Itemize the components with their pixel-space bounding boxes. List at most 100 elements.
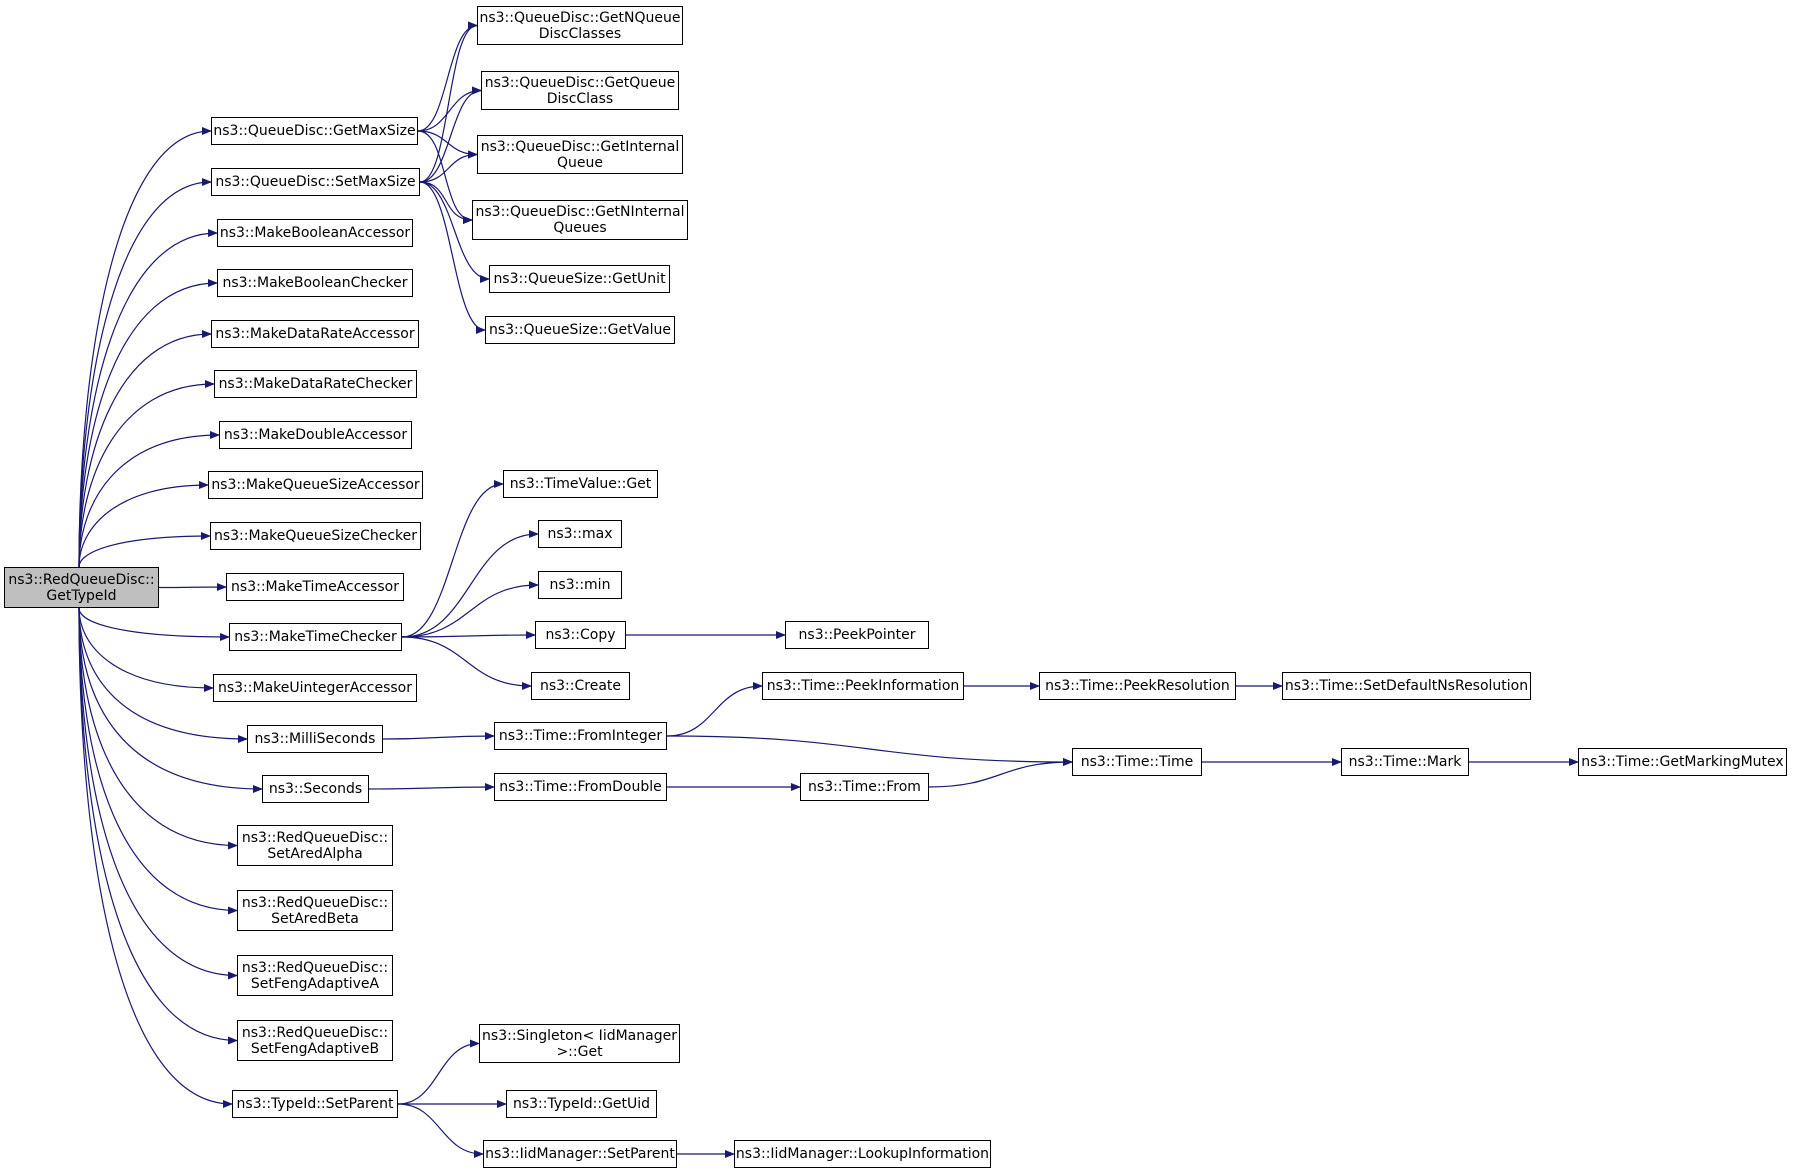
node-label: ns3::TypeId::SetParent <box>236 1096 394 1112</box>
graph-node-mkqsacc[interactable]: ns3::MakeQueueSizeAccessor <box>208 471 423 499</box>
graph-node-setaredbeta[interactable]: ns3::RedQueueDisc:: SetAredBeta <box>237 890 393 931</box>
node-label: ns3::Copy <box>545 627 616 643</box>
edge-getmaxsize-to-getnqdc <box>417 21 478 132</box>
edge-root-to-mktimechk <box>78 607 230 641</box>
graph-node-iidsetparent[interactable]: ns3::IidManager::SetParent <box>483 1140 677 1168</box>
node-label: ns3::Time::From <box>808 779 921 795</box>
graph-node-mkuintacc[interactable]: ns3::MakeUintegerAccessor <box>213 674 417 702</box>
graph-node-setmaxsize[interactable]: ns3::QueueDisc::SetMaxSize <box>211 168 420 196</box>
graph-node-setparent[interactable]: ns3::TypeId::SetParent <box>232 1090 398 1118</box>
node-label: ns3::IidManager::SetParent <box>485 1146 675 1162</box>
graph-node-mkqschk[interactable]: ns3::MakeQueueSizeChecker <box>210 522 421 550</box>
node-label: ns3::Time::Time <box>1080 754 1194 770</box>
graph-node-lookupinfo[interactable]: ns3::IidManager::LookupInformation <box>734 1140 991 1168</box>
graph-node-mkboolchk[interactable]: ns3::MakeBooleanChecker <box>217 269 413 297</box>
node-label: ns3::QueueDisc::GetQueue DiscClass <box>484 74 676 107</box>
node-label: ns3::Time::FromDouble <box>499 779 662 795</box>
edge-setmaxsize-to-getqdc <box>419 86 482 183</box>
node-label: ns3::Singleton< IidManager >::Get <box>482 1027 677 1060</box>
graph-node-getniq[interactable]: ns3::QueueDisc::GetNInternal Queues <box>472 200 688 240</box>
graph-node-min[interactable]: ns3::min <box>538 571 622 599</box>
node-label: ns3::min <box>549 577 611 593</box>
edge-root-to-mktimeacc <box>158 583 227 592</box>
graph-node-mktimechk[interactable]: ns3::MakeTimeChecker <box>229 623 402 651</box>
edge-millis-to-fromint <box>382 732 495 741</box>
graph-node-seconds[interactable]: ns3::Seconds <box>262 775 369 803</box>
graph-node-timefrom[interactable]: ns3::Time::From <box>800 773 929 801</box>
node-label: ns3::Time::Mark <box>1348 754 1462 770</box>
graph-node-max[interactable]: ns3::max <box>538 520 622 548</box>
graph-node-singget[interactable]: ns3::Singleton< IidManager >::Get <box>479 1024 680 1063</box>
node-label: ns3::QueueDisc::GetInternal Queue <box>480 138 680 171</box>
graph-node-setdefres[interactable]: ns3::Time::SetDefaultNsResolution <box>1282 672 1531 700</box>
graph-node-timetime[interactable]: ns3::Time::Time <box>1072 748 1202 776</box>
graph-node-timemark[interactable]: ns3::Time::Mark <box>1341 748 1469 776</box>
graph-node-setaredalpha[interactable]: ns3::RedQueueDisc:: SetAredAlpha <box>237 825 393 866</box>
node-label: ns3::MakeTimeChecker <box>234 629 397 645</box>
edge-root-to-setmaxsize <box>78 178 212 568</box>
edge-timefrom-to-timetime <box>928 758 1073 788</box>
node-label: ns3::RedQueueDisc:: GetTypeId <box>8 571 155 604</box>
graph-node-mkboolacc[interactable]: ns3::MakeBooleanAccessor <box>217 219 413 247</box>
edge-setmaxsize-to-getnqdc <box>419 21 478 183</box>
edge-root-to-mkqsacc <box>78 481 209 568</box>
node-label: ns3::RedQueueDisc:: SetFengAdaptiveA <box>241 959 389 992</box>
graph-node-copy[interactable]: ns3::Copy <box>535 621 626 649</box>
node-label: ns3::Time::FromInteger <box>498 728 663 744</box>
graph-node-setfenga[interactable]: ns3::RedQueueDisc:: SetFengAdaptiveA <box>237 955 393 996</box>
node-label: ns3::MakeUintegerAccessor <box>217 680 412 696</box>
edge-root-to-getmaxsize <box>78 127 212 568</box>
graph-node-getuid[interactable]: ns3::TypeId::GetUid <box>506 1090 657 1118</box>
node-label: ns3::Time::SetDefaultNsResolution <box>1284 678 1529 694</box>
graph-node-mkdracc[interactable]: ns3::MakeDataRateAccessor <box>211 320 419 348</box>
graph-node-create[interactable]: ns3::Create <box>531 672 630 700</box>
graph-node-getnqdc[interactable]: ns3::QueueDisc::GetNQueue DiscClasses <box>477 6 683 45</box>
node-label: ns3::QueueDisc::GetMaxSize <box>213 123 416 139</box>
graph-node-peekres[interactable]: ns3::Time::PeekResolution <box>1039 672 1236 700</box>
edge-seconds-to-fromdbl <box>368 783 495 792</box>
graph-node-root[interactable]: ns3::RedQueueDisc:: GetTypeId <box>4 567 159 608</box>
edge-root-to-setfenga <box>78 607 238 980</box>
node-label: ns3::MakeTimeAccessor <box>231 579 399 595</box>
edge-root-to-mkqschk <box>78 532 211 568</box>
edge-setmaxsize-to-qsvalue <box>419 181 486 334</box>
edge-root-to-mkboolacc <box>78 229 218 568</box>
graph-node-getmarkmutex[interactable]: ns3::Time::GetMarkingMutex <box>1578 748 1787 776</box>
graph-node-getqdc[interactable]: ns3::QueueDisc::GetQueue DiscClass <box>481 71 679 110</box>
edge-setmaxsize-to-getiq <box>419 150 478 183</box>
graph-node-qsunit[interactable]: ns3::QueueSize::GetUnit <box>489 265 670 293</box>
edge-root-to-setparent <box>78 607 233 1108</box>
edge-root-to-mkdracc <box>78 330 212 568</box>
node-label: ns3::QueueDisc::SetMaxSize <box>215 174 416 190</box>
edge-mktimechk-to-max <box>401 530 539 638</box>
graph-node-setfengb[interactable]: ns3::RedQueueDisc:: SetFengAdaptiveB <box>237 1020 393 1061</box>
graph-node-getmaxsize[interactable]: ns3::QueueDisc::GetMaxSize <box>211 117 418 145</box>
edge-root-to-setaredalpha <box>78 607 238 850</box>
node-label: ns3::Time::PeekResolution <box>1045 678 1230 694</box>
edge-setmaxsize-to-qsunit <box>419 181 490 283</box>
node-label: ns3::PeekPointer <box>798 627 916 643</box>
edge-mktimechk-to-copy <box>401 631 536 640</box>
edge-root-to-mkboolchk <box>78 279 218 568</box>
graph-node-mkdblacc[interactable]: ns3::MakeDoubleAccessor <box>219 421 412 449</box>
graph-node-getiq[interactable]: ns3::QueueDisc::GetInternal Queue <box>477 135 683 174</box>
edge-setparent-to-singget <box>397 1039 480 1105</box>
graph-node-fromdbl[interactable]: ns3::Time::FromDouble <box>494 773 667 801</box>
graph-node-peekptr[interactable]: ns3::PeekPointer <box>785 621 929 649</box>
graph-node-peekinfo[interactable]: ns3::Time::PeekInformation <box>762 672 964 700</box>
node-label: ns3::MakeQueueSizeAccessor <box>211 477 420 493</box>
node-label: ns3::Time::PeekInformation <box>766 678 960 694</box>
graph-node-millis[interactable]: ns3::MilliSeconds <box>247 725 383 753</box>
node-label: ns3::TimeValue::Get <box>509 476 652 492</box>
graph-node-tvget[interactable]: ns3::TimeValue::Get <box>503 470 658 498</box>
edge-fromint-to-peekinfo <box>666 682 763 737</box>
graph-node-fromint[interactable]: ns3::Time::FromInteger <box>494 722 667 750</box>
node-label: ns3::MakeDataRateChecker <box>218 376 413 392</box>
edge-root-to-mkuintacc <box>78 607 214 692</box>
node-label: ns3::MakeQueueSizeChecker <box>213 528 418 544</box>
graph-node-mkdrchk[interactable]: ns3::MakeDataRateChecker <box>214 370 417 398</box>
graph-node-mktimeacc[interactable]: ns3::MakeTimeAccessor <box>226 573 404 601</box>
graph-node-qsvalue[interactable]: ns3::QueueSize::GetValue <box>485 316 675 344</box>
edge-mktimechk-to-tvget <box>401 480 504 638</box>
